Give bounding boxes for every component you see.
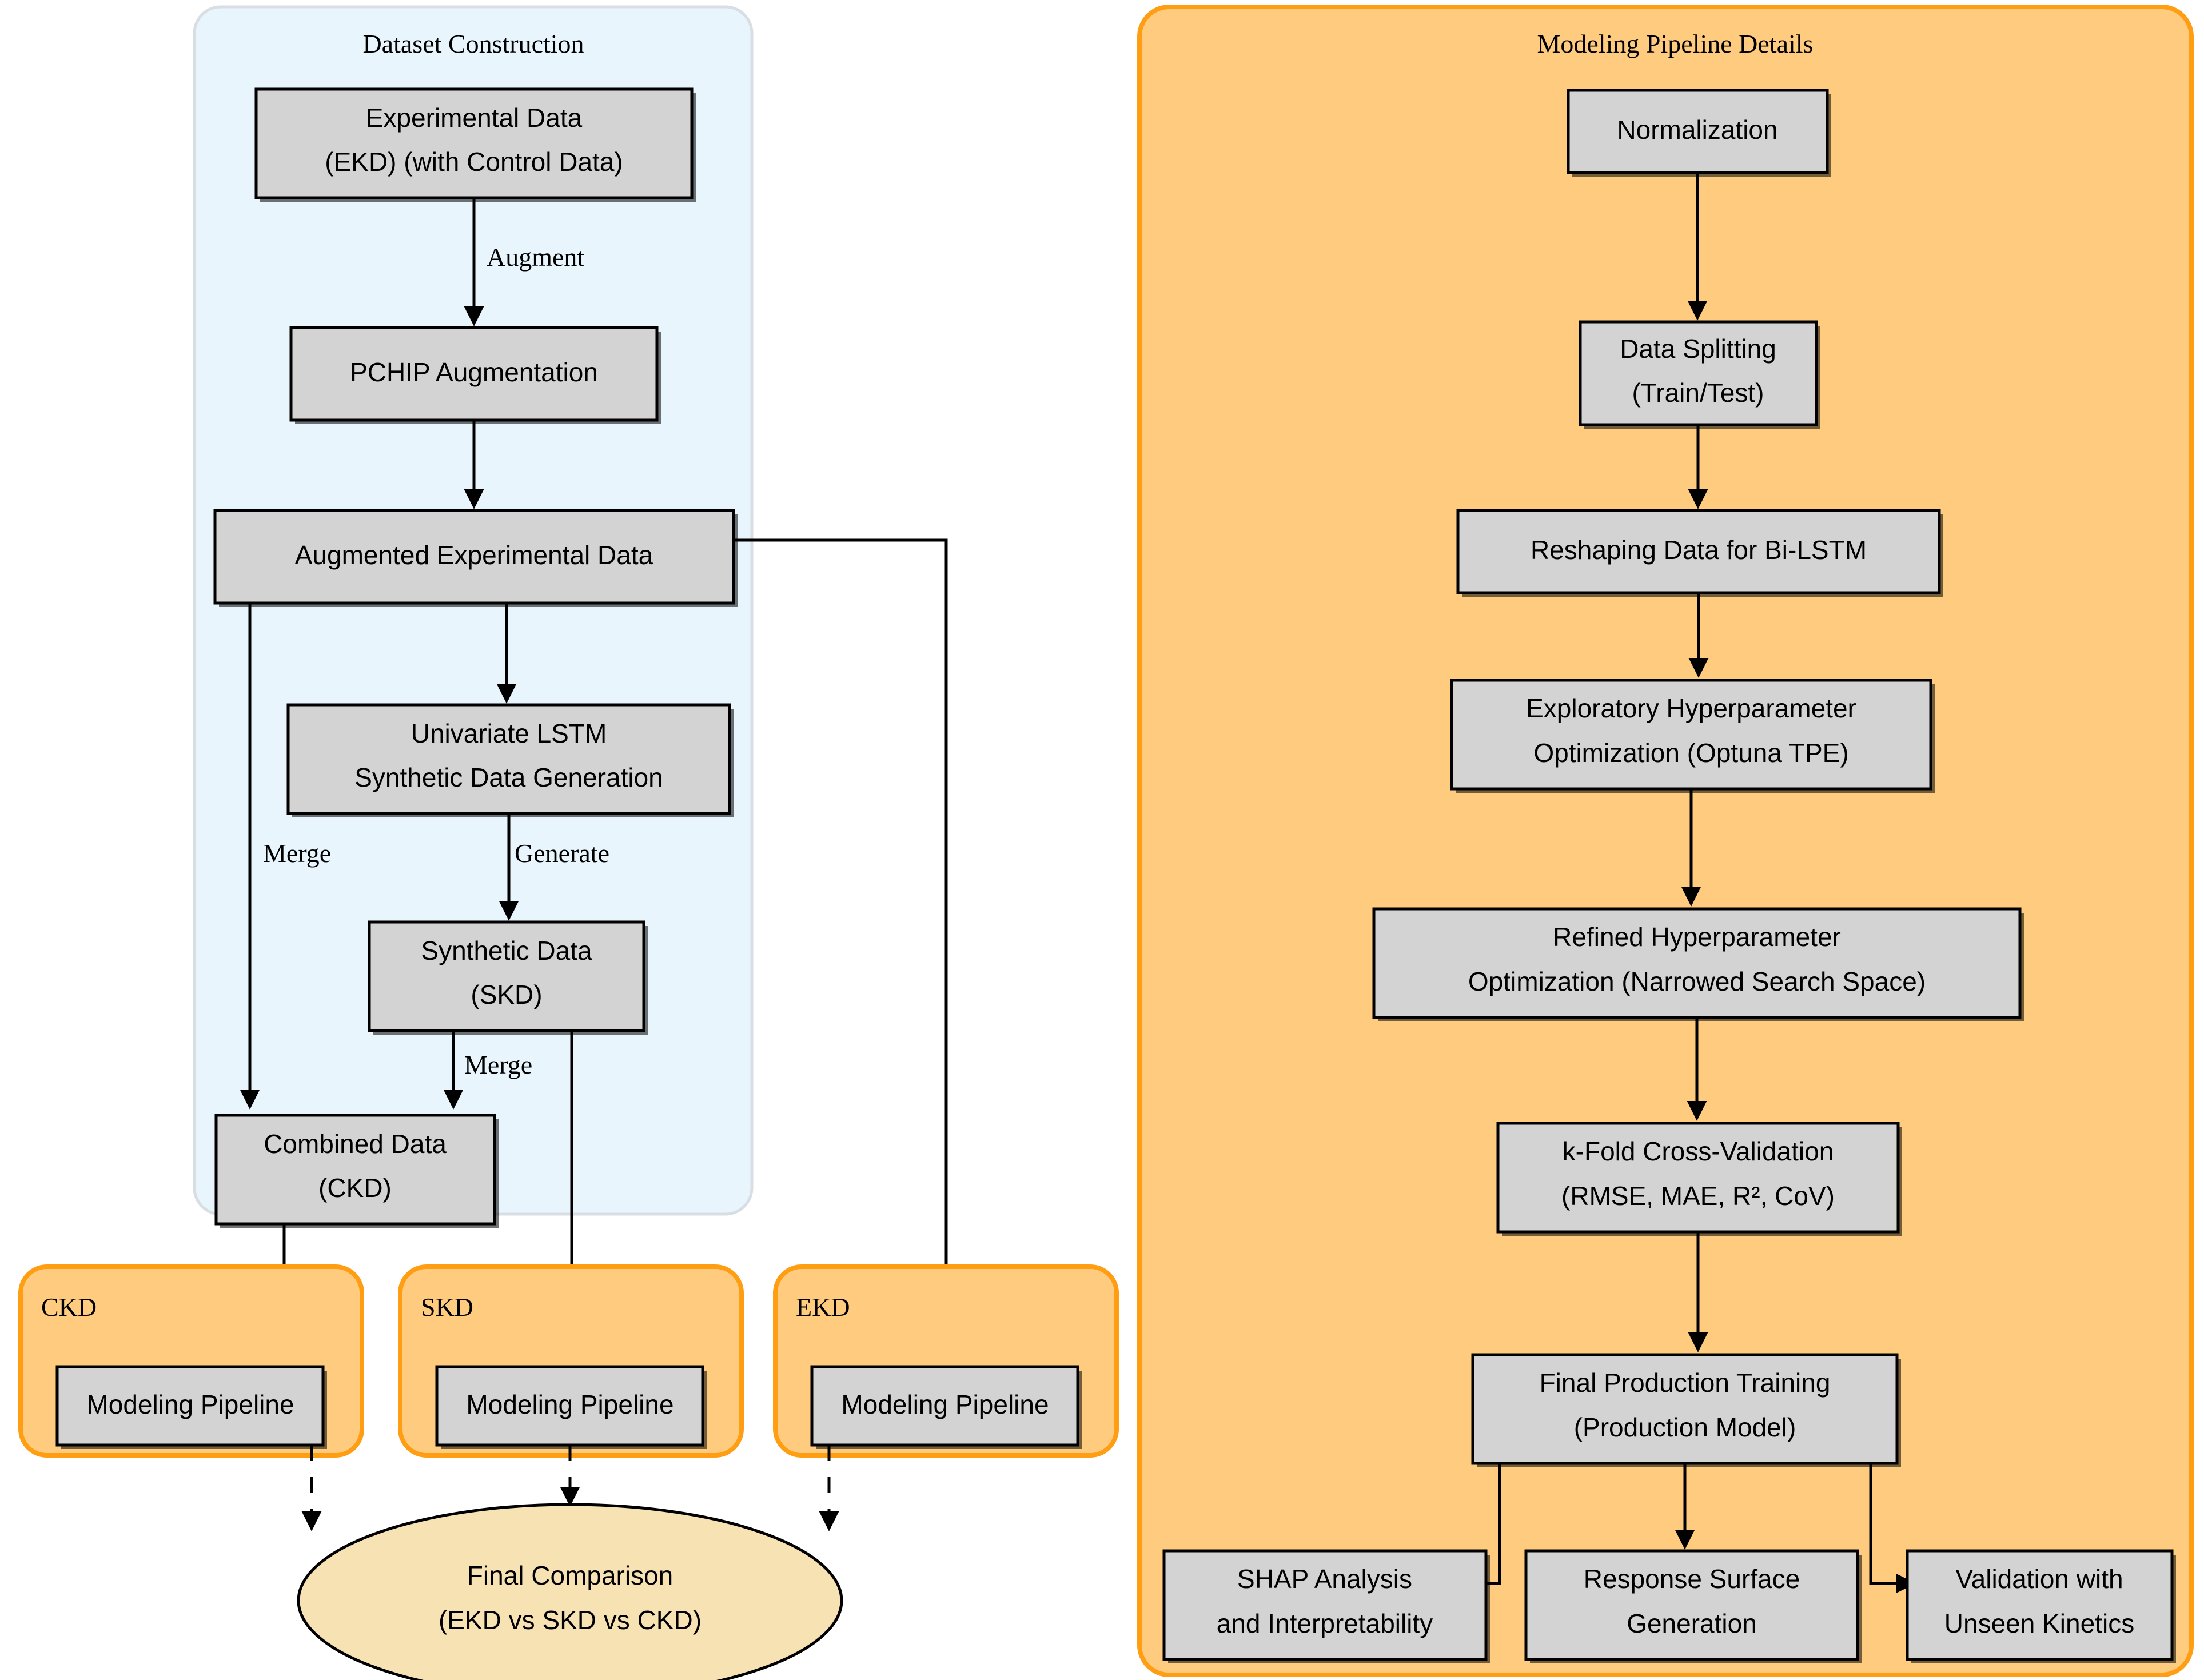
node-experimental-data-line1: Experimental Data	[366, 103, 583, 133]
node-data-splitting-line1: Data Splitting	[1620, 334, 1776, 364]
node-final-production-training-line1: Final Production Training	[1540, 1368, 1831, 1398]
node-synthetic-data-line1: Synthetic Data	[421, 936, 592, 965]
edge-label-merge-left: Merge	[263, 839, 331, 868]
cluster-modeling-pipeline-details: Modeling Pipeline Details	[1137, 5, 2194, 1677]
edge-label-merge-skd: Merge	[464, 1050, 532, 1079]
node-validation-unseen-line2: Unseen Kinetics	[1944, 1609, 2134, 1638]
node-univariate-lstm[interactable]: Univariate LSTM Synthetic Data Generatio…	[286, 703, 734, 817]
node-combined-data-line2: (CKD)	[318, 1173, 392, 1203]
node-modeling-pipeline-ekd[interactable]: Modeling Pipeline	[810, 1365, 1082, 1449]
edge-augmented-to-ekd-pipeline	[734, 538, 956, 1364]
node-response-surface-line1: Response Surface	[1584, 1564, 1800, 1594]
node-data-splitting[interactable]: Data Splitting (Train/Test)	[1579, 320, 1820, 429]
node-modeling-pipeline-ekd-label: Modeling Pipeline	[841, 1390, 1049, 1419]
edge-final-production-to-validation	[1869, 1463, 1916, 1594]
node-final-comparison-line2: (EKD vs SKD vs CKD)	[439, 1605, 702, 1635]
cluster-dataset-construction: Dataset Construction	[193, 5, 754, 1216]
node-response-surface[interactable]: Response Surface Generation	[1524, 1549, 1862, 1663]
edge-label-generate: Generate	[515, 839, 609, 868]
node-kfold-cv-line2: (RMSE, MAE, R², CoV)	[1561, 1181, 1835, 1211]
node-shap-analysis[interactable]: SHAP Analysis and Interpretability	[1162, 1549, 1490, 1663]
node-normalization[interactable]: Normalization	[1567, 89, 1831, 177]
node-modeling-pipeline-ckd-label: Modeling Pipeline	[86, 1390, 294, 1419]
node-exploratory-hpo[interactable]: Exploratory Hyperparameter Optimization …	[1450, 679, 1935, 793]
node-final-comparison-line1: Final Comparison	[467, 1561, 673, 1590]
cluster-dataset-construction-label: Dataset Construction	[362, 29, 584, 58]
node-kfold-cv-line1: k-Fold Cross-Validation	[1563, 1136, 1834, 1166]
node-combined-data[interactable]: Combined Data (CKD)	[214, 1114, 499, 1228]
node-reshaping-data-label: Reshaping Data for Bi-LSTM	[1531, 535, 1867, 565]
node-experimental-data[interactable]: Experimental Data (EKD) (with Control Da…	[254, 87, 696, 202]
node-exploratory-hpo-line1: Exploratory Hyperparameter	[1526, 693, 1856, 723]
node-synthetic-data[interactable]: Synthetic Data (SKD)	[368, 920, 648, 1035]
node-refined-hpo-line2: Optimization (Narrowed Search Space)	[1468, 967, 1926, 996]
node-final-comparison-ellipse	[297, 1503, 843, 1680]
cluster-skd-label: SKD	[421, 1292, 473, 1322]
node-combined-data-line1: Combined Data	[264, 1129, 447, 1159]
node-final-production-training-line2: (Production Model)	[1574, 1412, 1796, 1442]
node-univariate-lstm-line2: Synthetic Data Generation	[354, 763, 663, 792]
node-modeling-pipeline-skd-label: Modeling Pipeline	[466, 1390, 673, 1419]
node-univariate-lstm-line1: Univariate LSTM	[411, 719, 607, 748]
node-modeling-pipeline-skd[interactable]: Modeling Pipeline	[435, 1365, 707, 1449]
node-synthetic-data-line2: (SKD)	[471, 980, 542, 1009]
node-exploratory-hpo-line2: Optimization (Optuna TPE)	[1533, 738, 1848, 768]
node-final-comparison[interactable]: Final Comparison (EKD vs SKD vs CKD)	[297, 1503, 843, 1680]
node-final-production-training[interactable]: Final Production Training (Production Mo…	[1471, 1353, 1901, 1467]
node-augmented-experimental-data[interactable]: Augmented Experimental Data	[213, 509, 738, 607]
node-reshaping-data[interactable]: Reshaping Data for Bi-LSTM	[1456, 509, 1943, 597]
cluster-modeling-pipeline-details-box	[1137, 5, 2194, 1677]
node-pchip-augmentation[interactable]: PCHIP Augmentation	[289, 326, 661, 424]
cluster-modeling-pipeline-details-label: Modeling Pipeline Details	[1537, 29, 1814, 58]
node-shap-analysis-line2: and Interpretability	[1217, 1609, 1433, 1638]
node-refined-hpo[interactable]: Refined Hyperparameter Optimization (Nar…	[1372, 907, 2024, 1021]
cluster-ekd-label: EKD	[796, 1292, 850, 1322]
node-shap-analysis-line1: SHAP Analysis	[1237, 1564, 1412, 1594]
node-validation-unseen[interactable]: Validation with Unseen Kinetics	[1906, 1549, 2176, 1663]
cluster-ckd-label: CKD	[41, 1292, 97, 1322]
node-modeling-pipeline-ckd[interactable]: Modeling Pipeline	[55, 1365, 327, 1449]
node-pchip-augmentation-label: PCHIP Augmentation	[350, 357, 598, 387]
node-normalization-label: Normalization	[1617, 115, 1777, 145]
node-response-surface-line2: Generation	[1627, 1609, 1757, 1638]
node-experimental-data-line2: (EKD) (with Control Data)	[325, 147, 623, 177]
node-validation-unseen-line1: Validation with	[1955, 1564, 2123, 1594]
node-kfold-cv[interactable]: k-Fold Cross-Validation (RMSE, MAE, R², …	[1496, 1122, 1902, 1236]
node-augmented-experimental-data-label: Augmented Experimental Data	[295, 540, 653, 570]
node-refined-hpo-line1: Refined Hyperparameter	[1553, 922, 1841, 952]
node-data-splitting-line2: (Train/Test)	[1632, 378, 1764, 408]
edge-label-augment: Augment	[487, 242, 584, 272]
